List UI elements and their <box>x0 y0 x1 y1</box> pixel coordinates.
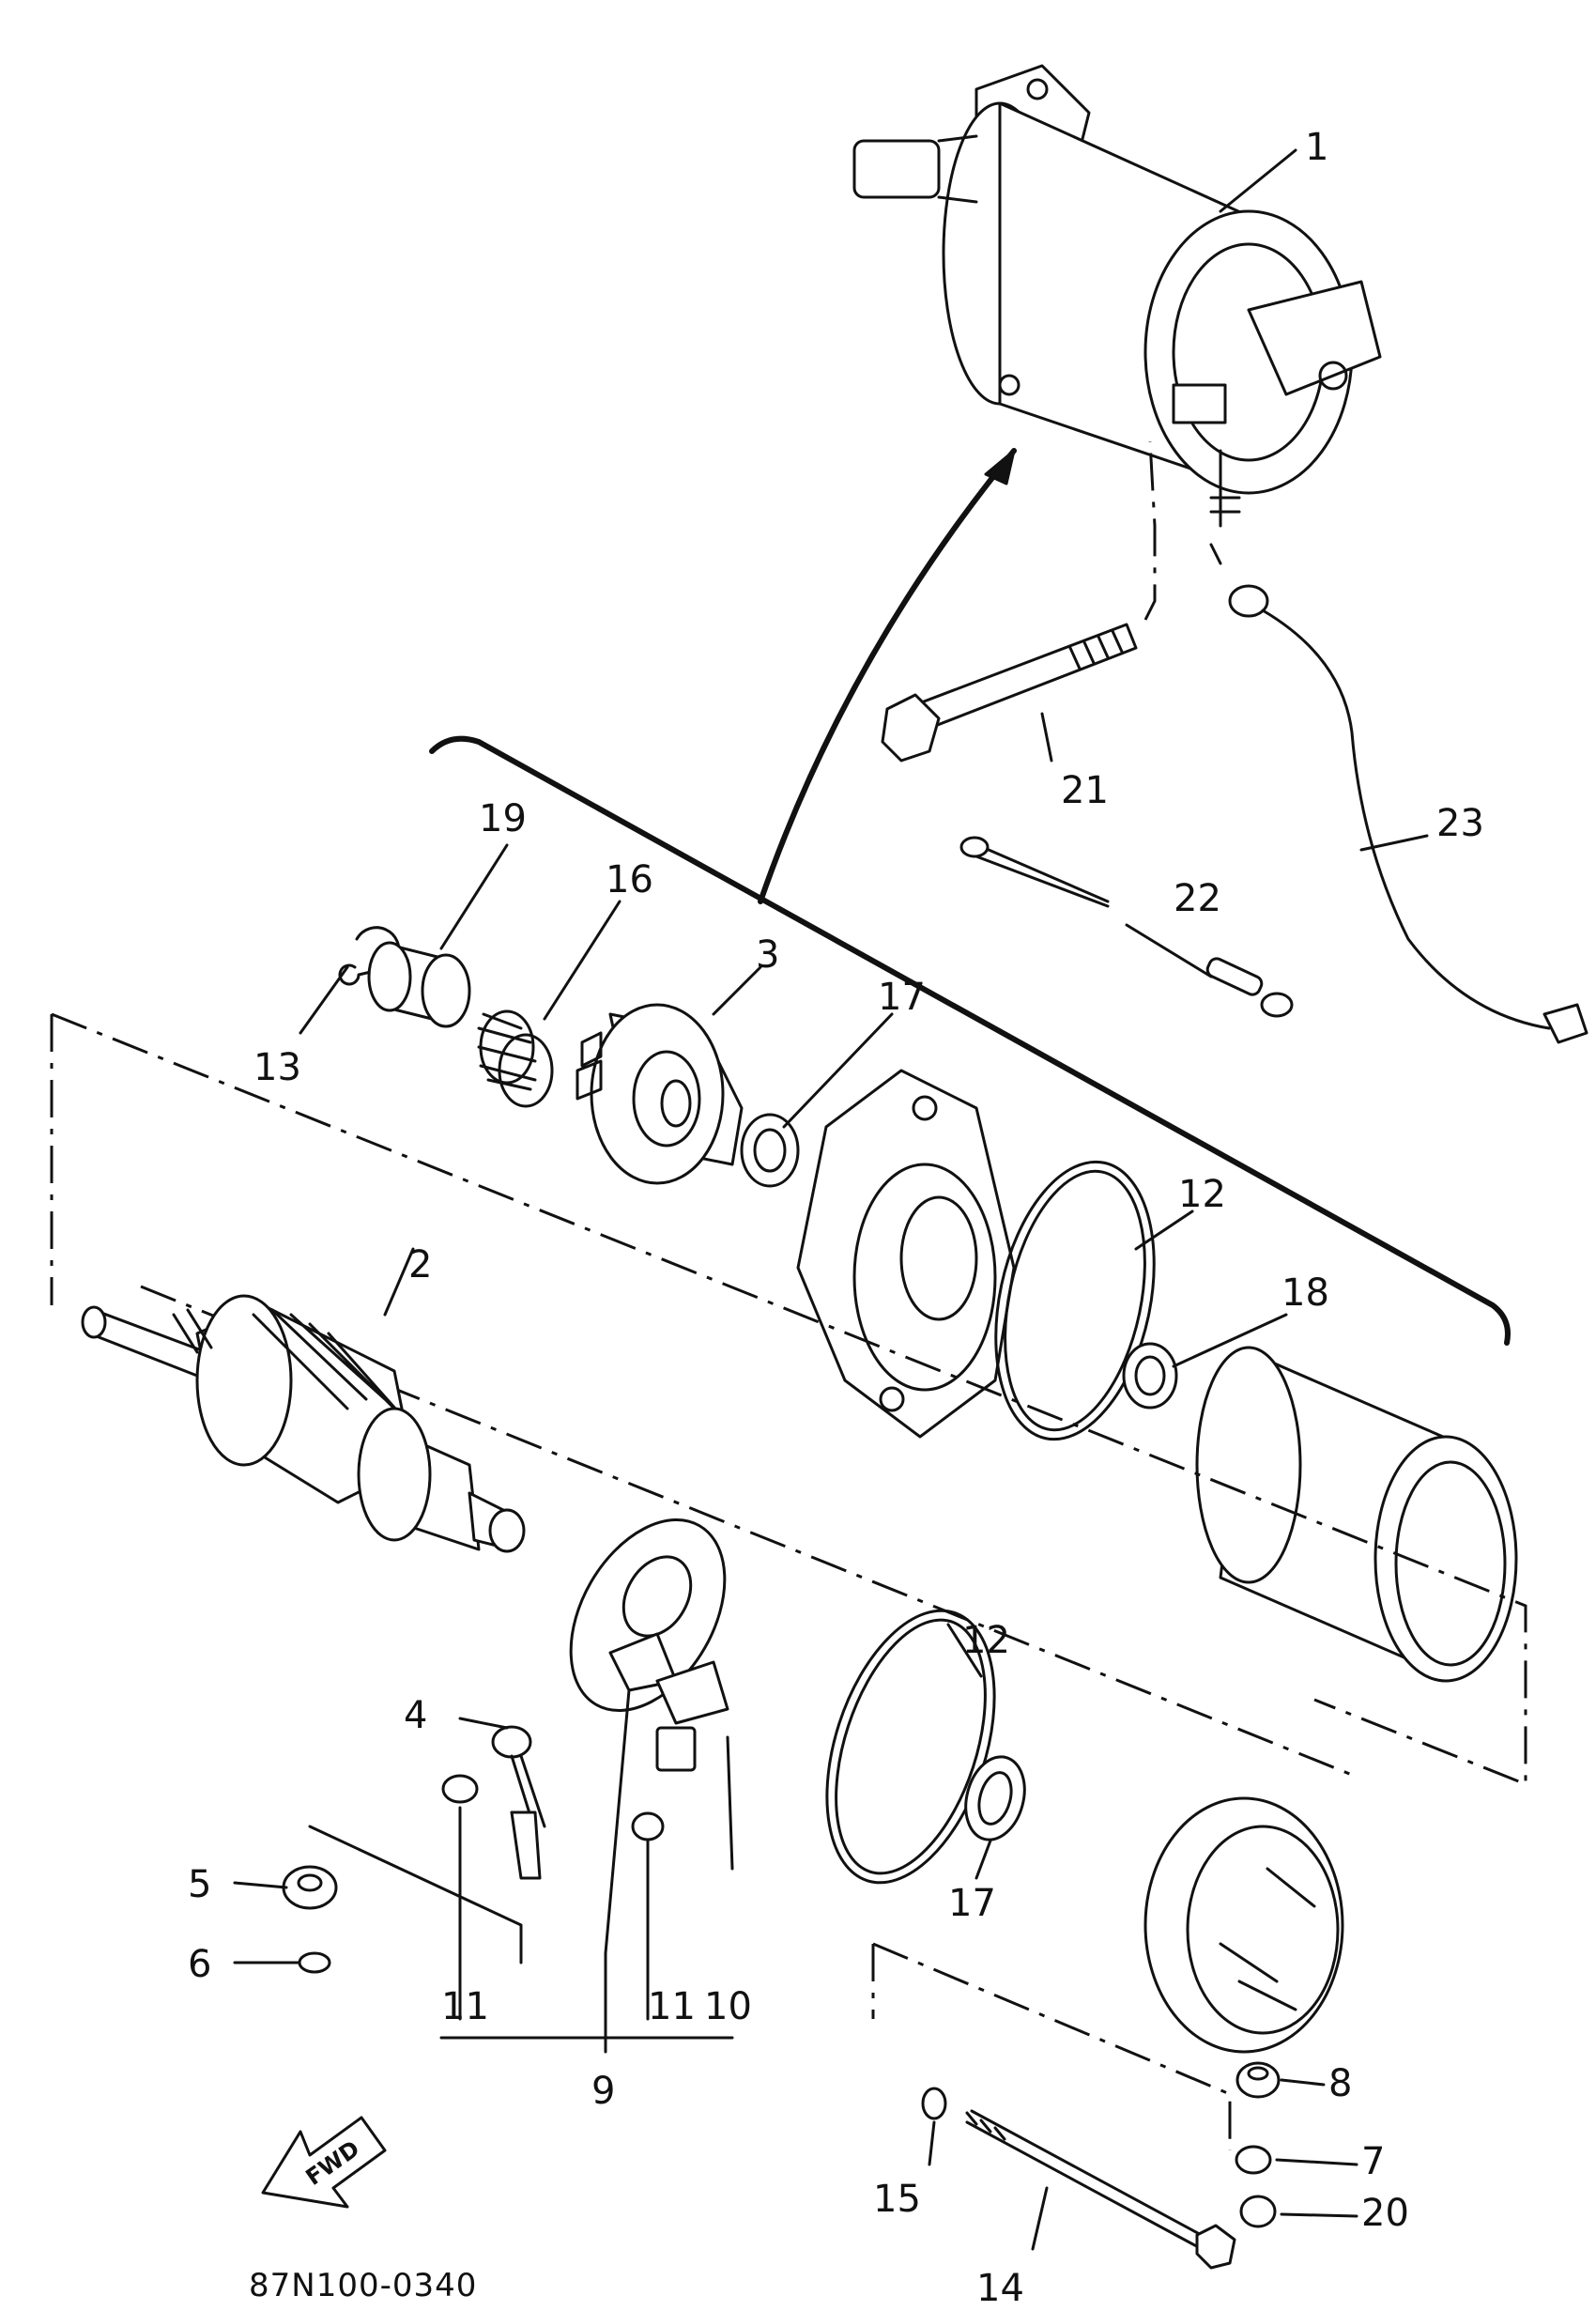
leader-lines <box>233 148 1429 2251</box>
spring-nut-left <box>441 1774 479 1804</box>
rear-cover <box>871 1796 1344 2150</box>
callout-6: 6 <box>188 1943 211 1986</box>
callout-11-left: 11 <box>441 1985 489 2028</box>
callout-15: 15 <box>873 2178 921 2221</box>
washer-6 <box>298 1951 331 1974</box>
washer-7 <box>1235 2145 1272 2175</box>
callout-14: 14 <box>976 2267 1024 2310</box>
callout-8: 8 <box>1328 2062 1352 2105</box>
callout-labels: 1 2 3 4 5 6 7 8 9 10 11 11 12 12 13 14 1… <box>188 126 1484 2310</box>
callout-7: 7 <box>1361 2140 1385 2183</box>
callout-10: 10 <box>704 1985 752 2028</box>
long-bolt <box>881 623 1138 763</box>
callout-17-lower: 17 <box>948 1882 996 1925</box>
yoke-housing <box>1195 1346 1518 1683</box>
callout-22: 22 <box>1174 877 1221 920</box>
diagram-code: 87N100-0340 <box>249 2267 477 2304</box>
assembly-arrowhead <box>984 449 1016 485</box>
collar <box>367 941 471 1028</box>
callout-18: 18 <box>1281 1271 1329 1315</box>
clip-pin <box>959 836 1294 1018</box>
callout-4: 4 <box>404 1694 427 1737</box>
callout-13: 13 <box>253 1046 301 1089</box>
callout-23: 23 <box>1436 802 1484 845</box>
starter-motor-assembly <box>852 64 1382 528</box>
front-cover <box>796 1069 1016 1439</box>
callout-16: 16 <box>606 858 653 901</box>
nut <box>282 1865 338 1910</box>
callout-9: 9 <box>591 2070 615 2113</box>
callout-3: 3 <box>756 933 779 977</box>
forward-direction-arrow: FWD <box>261 2116 387 2209</box>
o-ring-upper <box>994 1160 1156 1441</box>
washer-18 <box>1122 1342 1178 1410</box>
callout-19: 19 <box>479 797 527 840</box>
bolt-axis-line <box>1143 440 1157 621</box>
callout-1: 1 <box>1305 126 1328 169</box>
brush <box>655 1726 697 1772</box>
spring <box>477 1009 554 1108</box>
callout-12-lower: 12 <box>962 1619 1010 1662</box>
grommet-8 <box>1235 2061 1281 2099</box>
washer-lower <box>964 1755 1026 1841</box>
armature <box>81 1294 526 1553</box>
kit-bracket <box>429 735 1511 1346</box>
spring-nut-right <box>631 1811 665 1841</box>
lead-wire <box>1228 584 1588 1044</box>
callout-21: 21 <box>1061 769 1109 812</box>
brush-holder-plate <box>569 1518 729 1725</box>
callout-20: 20 <box>1361 2192 1409 2235</box>
through-bolt <box>965 2109 1236 2270</box>
brush-spring <box>491 1725 546 1880</box>
nut-20 <box>1239 2195 1277 2228</box>
o-ring-15 <box>921 2087 947 2120</box>
kit-outline-dashed <box>50 1012 1527 1787</box>
callout-17-upper: 17 <box>878 976 926 1019</box>
callout-5: 5 <box>188 1863 211 1906</box>
callout-2: 2 <box>408 1243 432 1286</box>
washer-upper <box>740 1113 800 1188</box>
callout-11-right: 11 <box>648 1985 696 2028</box>
callout-12-upper: 12 <box>1178 1173 1226 1216</box>
assembly-arrow <box>758 448 1017 904</box>
starter-clutch-gear <box>575 1003 744 1185</box>
